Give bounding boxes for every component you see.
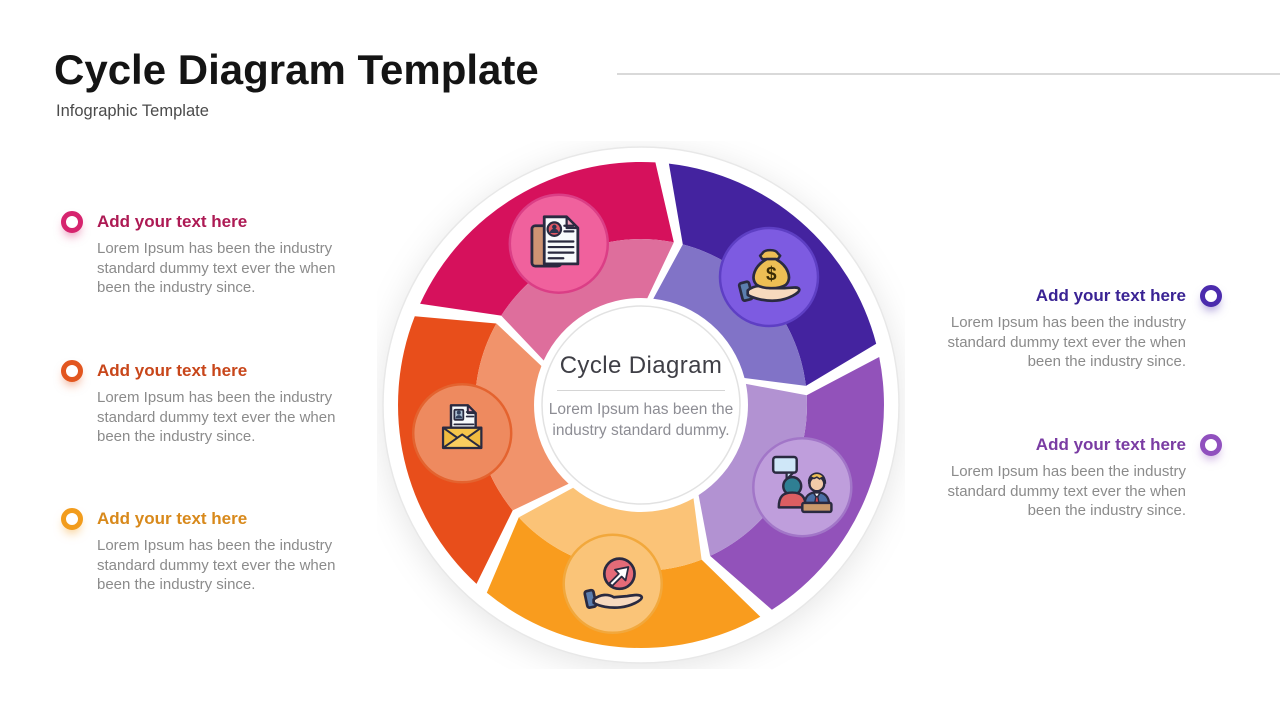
item-heading: Add your text here — [97, 212, 248, 231]
wheel-center-text: Cycle Diagram Lorem Ipsum has been the i… — [546, 352, 736, 441]
text-item-left-1: Add your text here Lorem Ipsum has been … — [61, 211, 362, 298]
item-body: Lorem Ipsum has been the industry standa… — [97, 240, 336, 296]
ring-bullet-icon — [61, 360, 83, 382]
item-heading: Add your text here — [97, 509, 248, 528]
text-item-left-2: Add your text here Lorem Ipsum has been … — [61, 360, 362, 447]
wheel-segment-band-funding — [653, 244, 806, 386]
text-item-right-1: Add your text here Lorem Ipsum has been … — [924, 285, 1222, 372]
ring-bullet-icon — [61, 211, 83, 233]
wheel-center-title: Cycle Diagram — [559, 352, 723, 379]
text-item-left-3: Add your text here Lorem Ipsum has been … — [61, 508, 362, 595]
page-title: Cycle Diagram Template — [54, 46, 539, 93]
page-subtitle: Infographic Template — [56, 102, 209, 120]
ring-bullet-icon — [1200, 285, 1222, 307]
cycle-wheel: $ — [382, 146, 900, 664]
wheel-center-body: Lorem Ipsum has been the industry standa… — [548, 401, 734, 439]
item-body: Lorem Ipsum has been the industry standa… — [947, 463, 1186, 519]
wheel-segment-band-growth — [518, 487, 702, 572]
text-item-right-2: Add your text here Lorem Ipsum has been … — [924, 434, 1222, 521]
wheel-segment-band-discussion — [698, 383, 807, 556]
ring-bullet-icon — [1200, 434, 1222, 456]
wheel-segment-band-resume — [501, 239, 674, 361]
header-divider-line — [617, 73, 1280, 75]
item-heading: Add your text here — [1035, 286, 1186, 305]
item-heading: Add your text here — [97, 361, 248, 380]
wheel-center-divider — [557, 390, 725, 391]
item-body: Lorem Ipsum has been the industry standa… — [97, 537, 336, 593]
wheel-center-circle — [541, 305, 741, 505]
item-body: Lorem Ipsum has been the industry standa… — [97, 389, 336, 445]
item-body: Lorem Ipsum has been the industry standa… — [947, 314, 1186, 370]
ring-bullet-icon — [61, 508, 83, 530]
item-heading: Add your text here — [1035, 435, 1186, 454]
